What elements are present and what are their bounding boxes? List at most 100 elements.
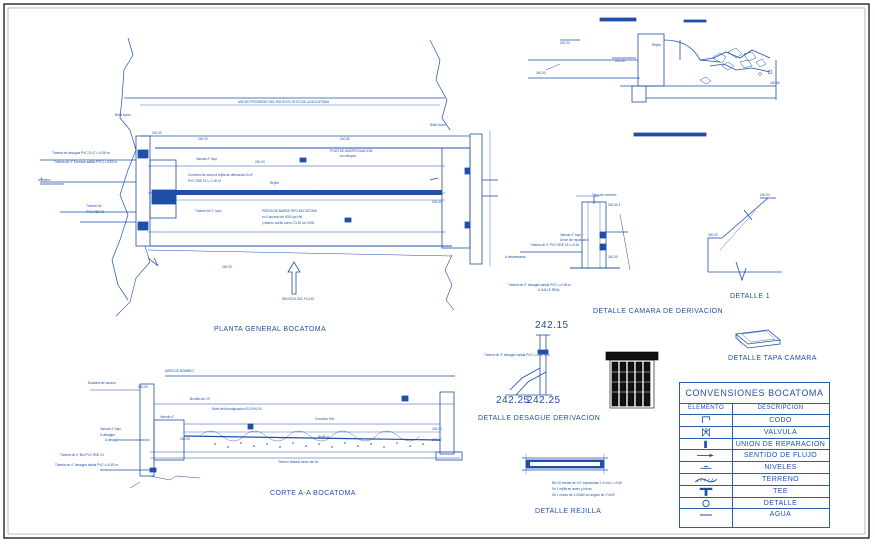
detail-icon [702, 499, 710, 507]
svg-text:Valvula 4" tuyo: Valvula 4" tuyo [100, 427, 121, 431]
elevation-left: 242.25 [496, 395, 530, 406]
svg-text:Concreto Hilo: Concreto Hilo [315, 417, 335, 421]
legend-table: CONVENSIONES BOCATOMA ELEMENTO DESCRIPCI… [679, 382, 830, 528]
svg-text:Tuberia de 4" PVC RDE 21 L=0.3: Tuberia de 4" PVC RDE 21 L=0.30 [530, 243, 579, 247]
detail-top [528, 17, 777, 137]
svg-text:240.00: 240.00 [615, 59, 625, 63]
svg-text:240.00: 240.00 [138, 385, 148, 389]
legend-row-valvula: VALVULA [680, 425, 829, 438]
legend-desc-agua: AGUA [769, 511, 792, 519]
svg-text:y diseno cuello curvo C3 20 cm: y diseno cuello curvo C3 20 cm 4000 [262, 221, 314, 225]
section-view [90, 375, 463, 489]
detail-1-notes: 240.00 240.00 [708, 193, 770, 237]
legend-col-element: ELEMENTO [687, 405, 725, 411]
svg-text:240.00: 240.00 [432, 438, 442, 442]
svg-text:A CALLE REAL: A CALLE REAL [538, 288, 560, 292]
svg-text:Se 1 marco de 1.20x60 en angul: Se 1 marco de 1.20x60 en angulo de 1"x1/… [552, 493, 615, 497]
drain-notes: Tuberia de 4" desagüe salida PVC L=0.80 … [484, 353, 550, 357]
svg-text:Brillo Acom: Brillo Acom [115, 113, 131, 117]
elevation-right: 242.25 [527, 395, 561, 406]
section-view-title: CORTE A-A BOCATOMA [270, 490, 356, 497]
detail-1-title: DETALLE 1 [730, 293, 771, 300]
legend-row-niveles: NIVELES [680, 461, 829, 473]
svg-text:Nivel de Amortiguacion 00.00+0: Nivel de Amortiguacion 00.00+0.00 [212, 407, 262, 411]
section-notes: AREA DE BOMBEO Escalera de acceso 240.00… [55, 369, 442, 467]
svg-text:PVC RDE 21: PVC RDE 21 [86, 210, 105, 214]
legend-desc-codo: CODO [769, 417, 792, 424]
svg-text:Rejilla: Rejilla [270, 181, 279, 185]
svg-text:POZO DE AMORTIGUACION: POZO DE AMORTIGUACION [330, 149, 373, 153]
flow-direction-icon [697, 453, 714, 458]
svg-text:240.00: 240.00 [255, 160, 265, 164]
legend-column-divider [732, 403, 733, 527]
svg-text:Bm50 A: Bm50 A [318, 435, 330, 439]
section-mark-left: A [40, 176, 43, 181]
svg-text:240.00: 240.00 [560, 41, 570, 45]
drain-detail-title: DETALLE DESAGUE DERIVACION [478, 415, 601, 422]
drain-detail [505, 334, 552, 396]
svg-text:PVC RDE 21 L=1.00 M: PVC RDE 21 L=1.00 M [188, 179, 221, 183]
svg-text:Tuberia de 4" Excesos salida P: Tuberia de 4" Excesos salida PVC L=0.83 … [54, 160, 117, 164]
legend-desc-niveles: NIVELES [764, 464, 797, 472]
section-dots [214, 442, 424, 448]
chamber-detail-title: DETALLE CAMARA DE DERIVACION [593, 308, 723, 315]
plan-view [40, 37, 498, 317]
legend-row-codo: CODO [680, 414, 829, 426]
svg-text:240.00: 240.00 [608, 255, 618, 259]
codo-icon [701, 416, 711, 424]
svg-text:Tuberia de 4" desagüe salida P: Tuberia de 4" desagüe salida PVC L=0.80 … [484, 353, 550, 357]
svg-text:A desarenador: A desarenador [505, 255, 527, 259]
legend-desc-valvula: VALVULA [763, 428, 798, 436]
svg-text:Terreno Natural fondo del rio: Terreno Natural fondo del rio [278, 460, 319, 464]
grate-notes: Bm 20 barras de 1/4" espaciadas 1.5 mm, … [552, 481, 622, 497]
grate-detail [522, 454, 608, 474]
svg-text:Tuberia de 4" desagüe salida P: Tuberia de 4" desagüe salida PVC L=0.83 … [55, 463, 118, 467]
water-icon [700, 514, 712, 516]
svg-text:PRESA DE BARRA TIPO BOCATOMA: PRESA DE BARRA TIPO BOCATOMA [262, 209, 318, 213]
pipe-table [605, 351, 659, 409]
svg-text:Tuberia De: Tuberia De [86, 204, 102, 208]
svg-text:ANCHO PROMEDIO DEL RIO EN EL S: ANCHO PROMEDIO DEL RIO EN EL SITIO DE LA… [238, 100, 330, 104]
plan-view-title: PLANTA GENERAL BOCATOMA [214, 326, 327, 333]
svg-text:240.00: 240.00 [770, 81, 780, 85]
svg-text:AREA DE BOMBEO: AREA DE BOMBEO [165, 369, 194, 373]
svg-text:A lindero: A lindero [38, 178, 51, 182]
chamber-detail [520, 195, 631, 271]
svg-text:Valvula 4" tuyo: Valvula 4" tuyo [560, 233, 581, 237]
legend-row-terreno: TERRENO [680, 473, 829, 485]
svg-text:240.00 4: 240.00 4 [608, 203, 621, 207]
svg-text:Union de reparacion: Union de reparacion [560, 238, 589, 242]
svg-text:SENTIDO DEL FLUJO: SENTIDO DEL FLUJO [282, 297, 315, 301]
svg-text:Bordillo de 10": Bordillo de 10" [190, 397, 211, 401]
svg-text:A desagüe: A desagüe [100, 433, 115, 437]
svg-text:Brillo Acom: Brillo Acom [430, 123, 446, 127]
legend-desc-union: UNION DE REPARACION [735, 440, 826, 448]
elevation-top: 242.15 [535, 320, 569, 331]
legend-row-flow: SENTIDO DE FLUJO [680, 449, 829, 461]
svg-text:en ciclopeo: en ciclopeo [340, 154, 356, 158]
svg-text:240.80: 240.80 [340, 137, 350, 141]
svg-text:Tuberia de desague PVC D=2" L=: Tuberia de desague PVC D=2" L=0.80 m [52, 151, 110, 155]
legend-col-description: DESCRIPCION [757, 405, 804, 411]
svg-text:240.00: 240.00 [222, 265, 232, 269]
legend-row-detalle: DETALLE [680, 496, 829, 509]
detail-top-stones [699, 47, 773, 85]
lid-detail-title: DETALLE TAPA CAMARA [728, 355, 817, 362]
svg-text:240.00: 240.00 [708, 233, 718, 237]
detail-1 [707, 197, 782, 282]
tee-icon [699, 487, 713, 496]
svg-text:240.00: 240.00 [198, 137, 208, 141]
level-icon [700, 466, 712, 469]
legend-desc-tee: TEE [773, 487, 788, 495]
svg-text:240.00: 240.00 [180, 437, 190, 441]
svg-text:Rejilla: Rejilla [652, 43, 661, 47]
repair-union-icon [704, 440, 707, 448]
section-mark-mid: A [316, 189, 319, 194]
terrain-icon [694, 478, 718, 483]
svg-text:Tuberia de 4" desagüe salida P: Tuberia de 4" desagüe salida PVC L=0.80 … [508, 283, 571, 287]
svg-text:Conexion de canal a rejilla de: Conexion de canal a rejilla de derivacio… [188, 173, 253, 177]
svg-text:240.00: 240.00 [760, 193, 770, 197]
svg-text:A desagüe: A desagüe [105, 438, 120, 442]
